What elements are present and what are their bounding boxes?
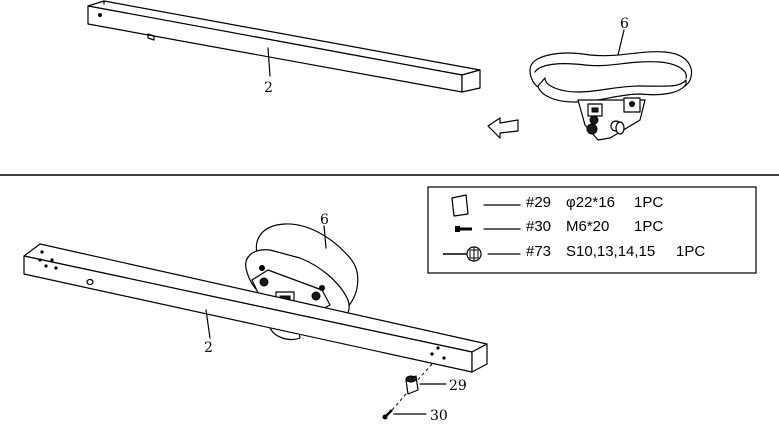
- parts-legend: #29 φ22*16 1PC #30 M6*20 1PC #73: [427, 186, 757, 274]
- bushing-part: [405, 363, 433, 395]
- callout-seat-top: 6: [620, 16, 629, 32]
- rail-part-bottom: [23, 243, 488, 373]
- legend-qty: 1PC: [676, 243, 705, 260]
- legend-row-29: #29 φ22*16 1PC: [451, 194, 663, 217]
- legend-spec: S10,13,14,15: [566, 243, 655, 260]
- legend-spec: φ22*16: [566, 194, 615, 211]
- direction-arrow-icon: [487, 117, 519, 139]
- callout-bolt: 30: [430, 408, 448, 424]
- legend-code: #30: [526, 218, 551, 235]
- legend-qty: 1PC: [634, 218, 663, 235]
- rail-hole: [98, 13, 102, 17]
- legend-spec: M6*20: [566, 218, 609, 235]
- bottom-step: 6 2 29: [23, 212, 488, 424]
- leader-line: [267, 47, 271, 77]
- rail-part-top: [87, 0, 481, 93]
- legend-code: #73: [526, 243, 551, 260]
- legend-qty: 1PC: [634, 194, 663, 211]
- bushing-icon: [451, 194, 469, 217]
- legend-row-73: #73 S10,13,14,15 1PC: [443, 243, 705, 262]
- bolt-icon: [455, 226, 472, 232]
- wrench-icon: [443, 246, 482, 262]
- bolt-part: [382, 393, 407, 420]
- legend-row-30: #30 M6*20 1PC: [455, 218, 663, 235]
- callout-bushing: 29: [449, 378, 467, 394]
- seat-part-top: [529, 51, 693, 141]
- callout-seat-bottom: 6: [320, 212, 329, 228]
- leader-line: [617, 29, 625, 56]
- callout-rail-top: 2: [264, 80, 273, 96]
- leader-line: [205, 309, 211, 339]
- top-step: 2 6: [87, 0, 693, 141]
- leader-line: [323, 225, 327, 249]
- callout-rail-bottom: 2: [204, 340, 213, 356]
- legend-code: #29: [526, 194, 551, 211]
